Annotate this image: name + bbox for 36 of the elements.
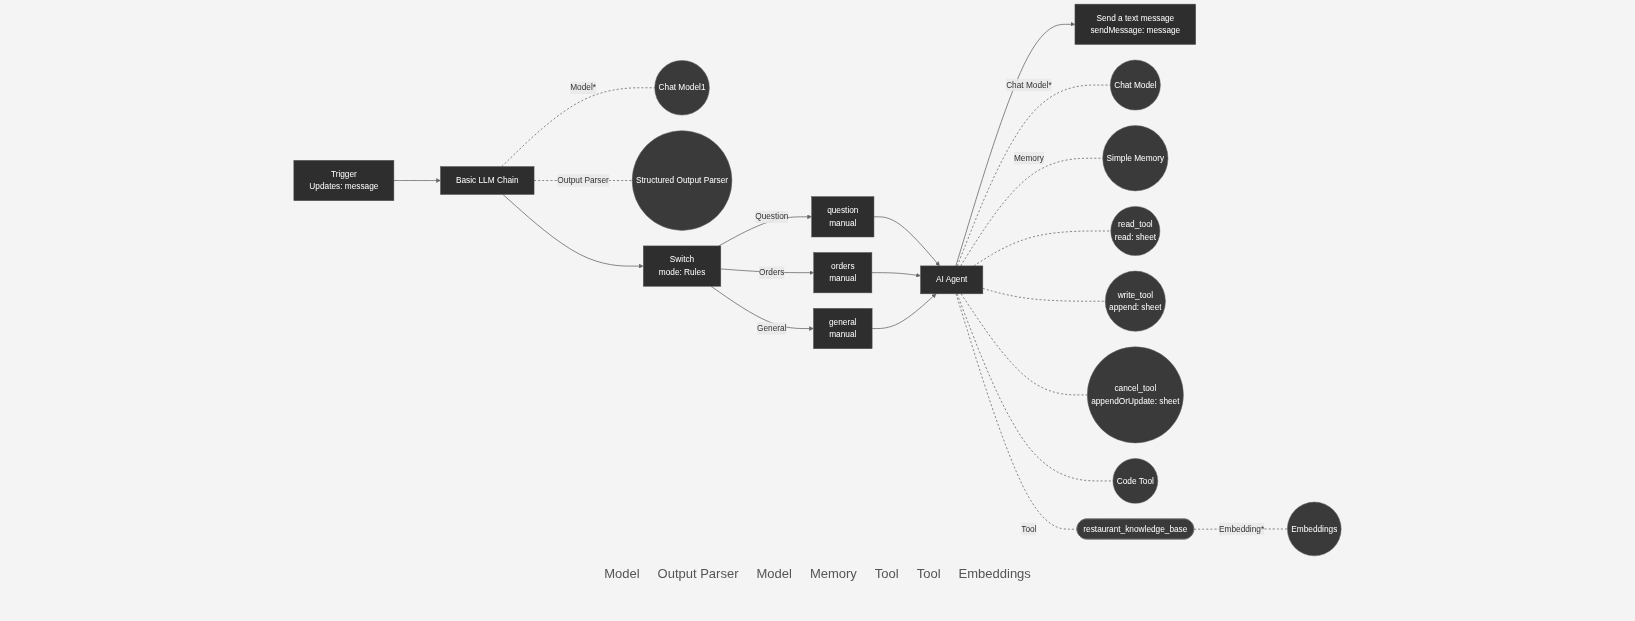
edge-label: Output Parser xyxy=(557,175,609,185)
edge-label: Question xyxy=(755,212,789,221)
connector xyxy=(982,288,1106,302)
port-label: Tool xyxy=(874,566,899,581)
node-circle: Embeddings xyxy=(1287,501,1342,557)
node-circle: Code Tool xyxy=(1112,458,1159,504)
node-box: Basic LLM Chain xyxy=(440,166,535,195)
edge-label: Tool xyxy=(1021,524,1037,534)
node-box: question manual xyxy=(811,196,875,238)
port-label: Model xyxy=(604,566,640,581)
edge-label: Orders xyxy=(759,268,785,277)
node-box: general manual xyxy=(813,308,873,349)
port-label: Embeddings xyxy=(958,566,1031,581)
node-box: AI Agent xyxy=(920,265,984,295)
node-circle: Chat Model xyxy=(1110,59,1161,111)
edge-label: Model* xyxy=(570,83,596,92)
connector xyxy=(960,293,1088,396)
connector xyxy=(956,84,1111,267)
edge-label: Memory xyxy=(1013,153,1044,163)
port-label: Output Parser xyxy=(657,566,739,581)
node-circle: write_tool append: sheet xyxy=(1104,270,1166,332)
node-box: Trigger Updates: message xyxy=(293,160,395,201)
node-circle: Structured Output Parser xyxy=(631,130,733,231)
edge-label: General xyxy=(757,323,787,333)
node-box: Switch mode: Rules xyxy=(643,245,722,287)
node-circle: read_tool read: sheet xyxy=(1110,206,1161,256)
port-label: Model xyxy=(756,566,792,581)
port-label: Tool xyxy=(916,566,941,581)
port-label: Memory xyxy=(809,566,857,581)
node-circle: Chat Model1 xyxy=(654,60,710,116)
node-box: orders manual xyxy=(813,252,873,294)
edge-label: Chat Model* xyxy=(1006,80,1052,90)
node-circle: cancel_tool appendOrUpdate: sheet xyxy=(1087,346,1184,444)
node-box: Send a text message sendMessage: message xyxy=(1074,3,1196,45)
edge-label: Embedding* xyxy=(1219,524,1265,534)
node-circle: Simple Memory xyxy=(1102,125,1169,192)
